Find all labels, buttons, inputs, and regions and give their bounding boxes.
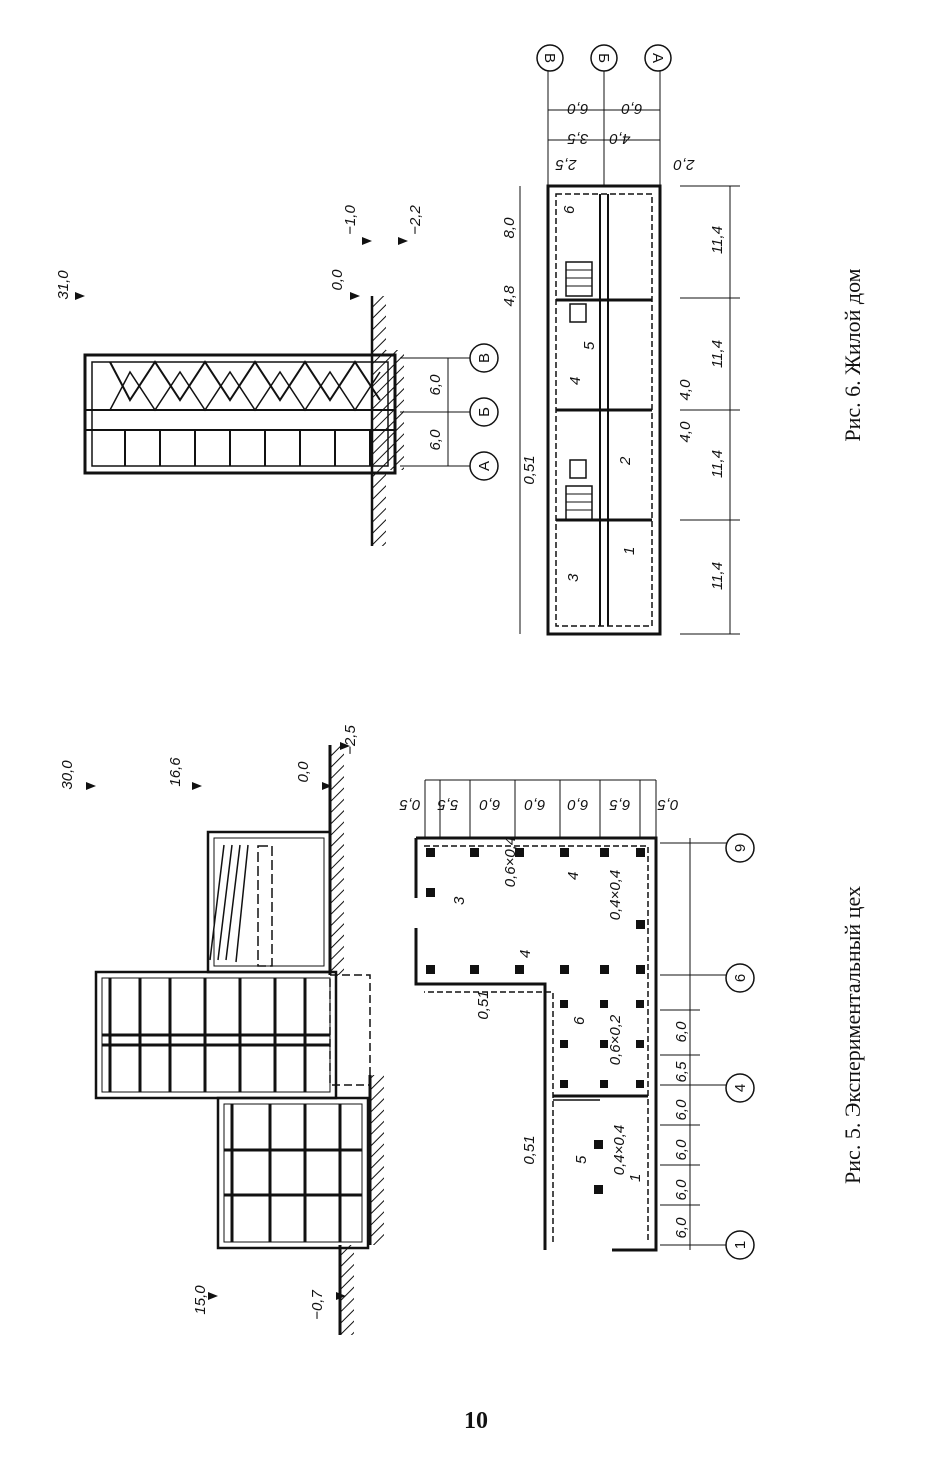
fig5-plan-labels: 0,4×0,4 0,6×0,2 0,6×0,4 0,4×0,4 5 1 6 4 …: [451, 837, 644, 1182]
column-size-label: 0,6×0,2: [607, 1014, 624, 1065]
wall-thickness-label: 0,51: [475, 990, 492, 1019]
dimension-label: 6,0: [479, 796, 501, 813]
room-label: 4: [517, 950, 534, 958]
dimension-label: 6,0: [673, 1139, 690, 1161]
dimension-label: 4,0: [677, 421, 694, 443]
dimension-label: 6,0: [673, 1179, 690, 1201]
room-label: 1: [621, 547, 638, 555]
room-label: 4: [565, 872, 582, 880]
column-size-label: 0,4×0,4: [607, 870, 624, 920]
wall-thickness-label: 0,51: [521, 1135, 538, 1164]
dimension-label: 3,5: [567, 130, 589, 147]
fig5-plan-axis-label: 1: [732, 1241, 749, 1249]
level-mark: −1,0: [342, 205, 359, 235]
fig5-plan-axis-label: 6: [732, 974, 749, 982]
fig6-section-axis-label: В: [476, 353, 493, 363]
dimension-label: 4,8: [501, 285, 518, 307]
fig6-plan: [519, 60, 740, 636]
fig5-plan-axis-label: 9: [732, 844, 749, 852]
fig6-plan-axis-label: А: [649, 53, 666, 63]
level-mark: 31,0: [55, 270, 72, 300]
fig6-section-dims: 6,0 6,0: [427, 374, 444, 451]
wall-thickness-label: 0,51: [521, 455, 538, 484]
dimension-label: 5,5: [437, 796, 459, 813]
dimension-label: 6,0: [567, 100, 589, 117]
dimension-label: 4,0: [677, 379, 694, 401]
fig5-plan-dims: 0,5 5,5 6,0 6,0 6,0 6,5 0,5 6,0 6,5 6,0 …: [399, 796, 690, 1238]
level-mark: 0,0: [295, 761, 312, 783]
room-label: 2: [617, 456, 634, 466]
dimension-label: 6,0: [567, 796, 589, 813]
fig5-plan: [414, 779, 740, 1252]
dimension-label: 11,4: [709, 450, 726, 478]
dimension-label: 6,0: [673, 1099, 690, 1121]
dimension-label: 2,5: [555, 156, 578, 173]
fig5-plan-axis-bubbles: 9 6 4 1: [725, 833, 755, 1260]
column-size-label: 0,4×0,4: [611, 1125, 628, 1175]
fig6-plan-axis-bubbles: В Б А: [536, 44, 672, 72]
fig5-section-levels: 30,0 16,6 0,0 −2,5 15,0 −0,7: [59, 725, 359, 1320]
dimension-label: 6,5: [673, 1061, 690, 1083]
dimension-label: 6,0: [427, 374, 444, 396]
level-mark: 30,0: [59, 760, 76, 790]
level-mark: −0,7: [309, 1290, 326, 1320]
page-number: 10: [464, 1408, 488, 1434]
room-label: 6: [561, 205, 578, 214]
room-label: 6: [571, 1016, 588, 1025]
fig6-section-axis-label: Б: [476, 407, 493, 417]
dimension-label: 11,4: [709, 226, 726, 254]
fig6-room-labels: 1 2 3 4 5 6: [561, 205, 638, 582]
fig5-plan-axis-label: 4: [732, 1084, 749, 1092]
fig6-section: [83, 296, 470, 546]
dimension-label: 0,5: [657, 796, 679, 813]
fig6-plan-axis-label: Б: [595, 53, 612, 63]
fig5-caption: Рис. 5. Экспериментальный цех: [840, 886, 865, 1184]
dimension-label: 6,5: [609, 796, 631, 813]
column-size-label: 0,6×0,4: [502, 837, 519, 887]
room-label: 1: [627, 1174, 644, 1182]
room-label: 3: [451, 896, 468, 905]
room-label: 3: [565, 573, 582, 582]
room-label: 5: [581, 341, 598, 350]
fig5-section: [94, 745, 384, 1335]
dimension-label: 11,4: [709, 562, 726, 590]
dimension-label: 6,0: [427, 429, 444, 451]
fig6-caption: Рис. 6. Жилой дом: [840, 268, 865, 441]
dimension-label: 8,0: [501, 217, 518, 239]
fig6-section-levels: 31,0 0,0 −1,0 −2,2: [55, 205, 424, 300]
fig6-plan-dims: 6,0 6,0 2,5 3,5 4,0 2,0 8,0 4,8 11,4 11,…: [501, 100, 726, 590]
dimension-label: 6,0: [673, 1021, 690, 1043]
room-label: 4: [567, 377, 584, 385]
level-mark: −2,2: [407, 205, 424, 235]
level-mark: 0,0: [329, 269, 346, 291]
dimension-label: 6,0: [524, 796, 546, 813]
fig6-section-axis-label: А: [476, 461, 493, 471]
fig6-plan-axis-label: В: [541, 53, 558, 63]
room-label: 5: [573, 1155, 590, 1164]
dimension-label: 11,4: [709, 340, 726, 368]
level-mark: 15,0: [192, 1285, 209, 1315]
dimension-label: 6,0: [673, 1217, 690, 1239]
dimension-label: 4,0: [609, 130, 631, 147]
dimension-label: 0,5: [399, 796, 421, 813]
dimension-label: 6,0: [621, 100, 643, 117]
fig6-section-axis-bubbles: В Б А: [469, 343, 499, 481]
dimension-label: 2,0: [673, 156, 696, 173]
level-mark: −2,5: [342, 725, 359, 755]
level-mark: 16,6: [167, 757, 184, 787]
